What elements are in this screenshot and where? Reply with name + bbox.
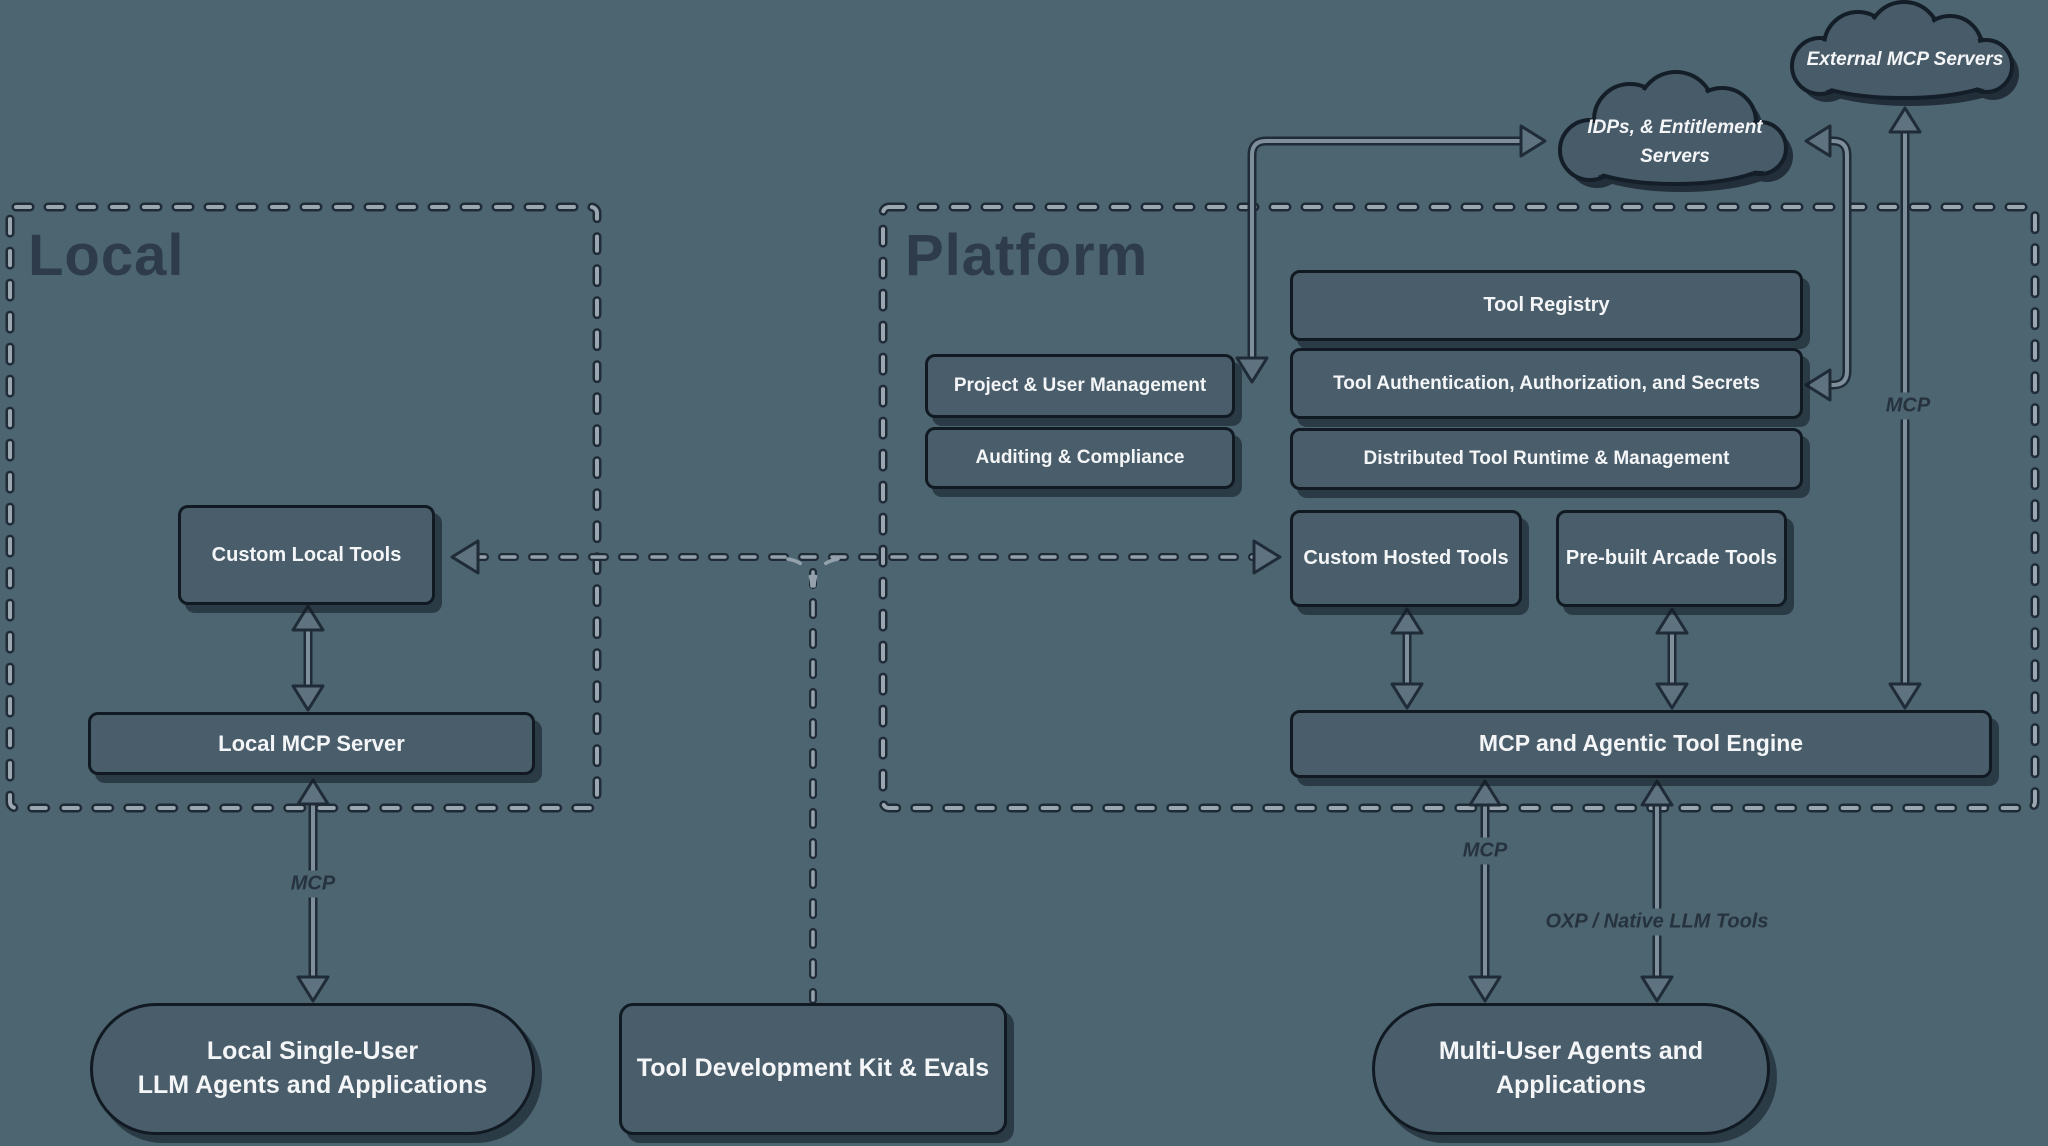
node-distributed-runtime: Distributed Tool Runtime & Management xyxy=(1290,428,1803,490)
local-section-border xyxy=(5,202,602,813)
platform-section-border xyxy=(878,202,2040,813)
node-tool-authentication: Tool Authentication, Authorization, and … xyxy=(1290,348,1803,419)
edge-label-mcp-local: MCP xyxy=(283,870,343,898)
edge-pat-engine-arrow xyxy=(1655,607,1689,710)
multi-user-line2: Applications xyxy=(1495,1071,1646,1099)
edge-local-hosted-dashed xyxy=(450,539,1282,1004)
node-project-user-management: Project & User Management xyxy=(925,354,1235,418)
node-custom-hosted-tools: Custom Hosted Tools xyxy=(1290,510,1522,607)
node-auditing-compliance: Auditing & Compliance xyxy=(925,427,1235,489)
edge-engine-agents-oxp-arrow xyxy=(1640,779,1674,1003)
edge-engine-agents-mcp-arrow xyxy=(1468,779,1502,1003)
local-section-title: Local xyxy=(28,223,185,288)
node-multi-user-agents-text: Multi-User Agents and Applications xyxy=(1439,1035,1703,1103)
node-tool-development-kit: Tool Development Kit & Evals xyxy=(619,1003,1007,1135)
node-local-mcp-server: Local MCP Server xyxy=(88,712,535,775)
edge-cht-engine-arrow xyxy=(1390,607,1424,710)
edge-label-mcp-engine: MCP xyxy=(1455,837,1515,865)
node-local-single-user-agents: Local Single-User LLM Agents and Applica… xyxy=(90,1003,535,1135)
edge-label-oxp: OXP / Native LLM Tools xyxy=(1538,908,1776,936)
node-multi-user-agents: Multi-User Agents and Applications xyxy=(1372,1003,1770,1135)
node-local-single-user-agents-text: Local Single-User LLM Agents and Applica… xyxy=(138,1035,488,1103)
platform-section-title: Platform xyxy=(905,223,1149,288)
edge-label-mcp-external: MCP xyxy=(1878,392,1938,420)
local-single-user-line2: LLM Agents and Applications xyxy=(137,1071,488,1099)
edge-auth-idps-right-arrow xyxy=(1804,124,1852,402)
node-custom-local-tools: Custom Local Tools xyxy=(178,505,435,605)
node-tool-registry: Tool Registry xyxy=(1290,270,1803,341)
idps-cloud-label-line2: Servers xyxy=(1640,145,1710,167)
idps-cloud-label-line1: IDPs, & Entitlement xyxy=(1587,117,1763,138)
external-mcp-cloud xyxy=(1790,0,2019,106)
external-mcp-cloud-label: External MCP Servers xyxy=(1806,49,2004,70)
node-prebuilt-arcade-tools: Pre-built Arcade Tools xyxy=(1556,510,1787,607)
idps-cloud xyxy=(1558,70,1793,192)
edge-clt-lms-arrow xyxy=(291,604,325,712)
local-single-user-line1: Local Single-User xyxy=(206,1037,419,1066)
idps-cloud-label: IDPs, & Entitlement Servers xyxy=(1565,114,1785,171)
multi-user-line1: Multi-User Agents and xyxy=(1438,1037,1704,1066)
edge-platform-idps-left-arrow xyxy=(1235,124,1547,384)
node-mcp-agentic-tool-engine: MCP and Agentic Tool Engine xyxy=(1290,710,1992,778)
